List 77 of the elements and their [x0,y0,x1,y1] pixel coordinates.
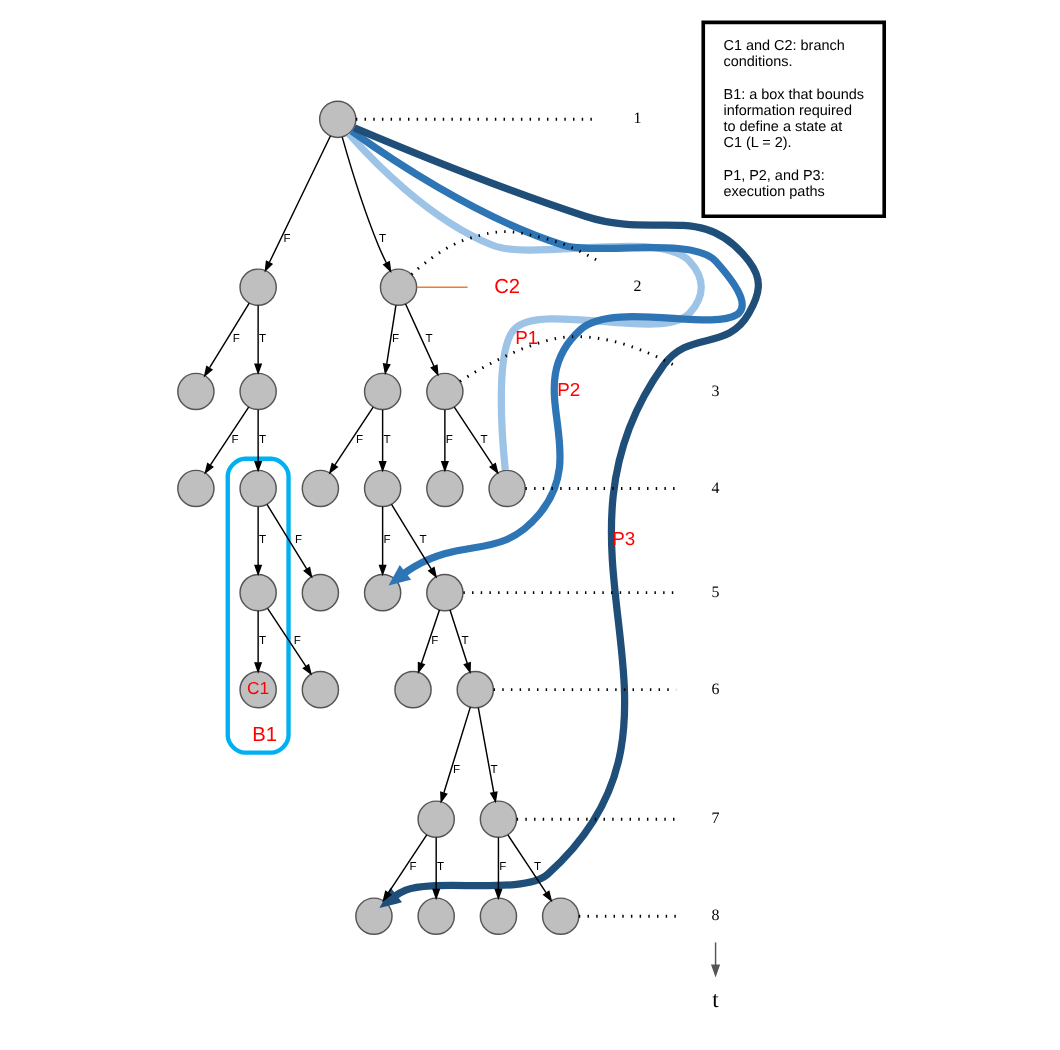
arrow [381,304,396,376]
node-circle [362,372,401,411]
connector [458,335,677,383]
connector [577,914,676,918]
node-circle [393,670,431,709]
node-text: 2 [632,277,641,296]
arrow [265,607,312,676]
arrow [439,409,448,473]
node-text: 5 [710,582,719,601]
node-circle [416,800,454,839]
connector [345,131,704,471]
node-circle: C1 [238,670,276,709]
arrow [377,505,386,577]
arrow [348,128,744,586]
node-circle [300,573,339,612]
arrow [327,406,373,475]
connector [409,230,598,276]
arrow [263,135,331,273]
arrow [439,706,471,804]
arrow [203,406,249,475]
arrow [452,406,498,475]
node-text: 6 [710,679,719,698]
connector [462,591,676,595]
node-circle [362,469,401,508]
arrow [476,706,497,804]
arrow [506,834,552,903]
node-circle [478,897,517,936]
node-circle [378,268,417,307]
node-circle [487,469,525,508]
connector [524,487,676,490]
connector [354,117,597,121]
node-circle [176,372,214,411]
node-circle [425,573,463,612]
edge-label: P2 [556,378,580,401]
arrow [377,409,386,473]
node-circle [300,670,339,709]
node-text: C2 [493,276,520,299]
node-text: 1 [632,109,641,128]
arrow [381,834,427,903]
node-circle [300,469,339,508]
node-circle [416,897,454,936]
arrow [253,304,262,376]
node-text: 4 [710,478,719,497]
node-box: C1 and C2: branch conditions. B1: a box that bounds information required to define a state at C1 (L = 2). P1, P2, and P3: execution paths [700,20,885,219]
node-circle [362,573,401,612]
node-circle [455,670,494,709]
node-circle [176,469,214,508]
node-circle [425,469,463,508]
label: t [711,987,718,1014]
node-text: 8 [710,906,719,925]
arrow [416,609,440,674]
node-circle [238,372,276,411]
arrow [389,503,437,579]
node-circle [354,897,392,936]
arrow [493,836,502,901]
arrow [253,505,262,577]
node-circle [317,100,356,139]
node-circle [478,800,517,839]
arrow [253,409,262,473]
node-circle [238,573,276,612]
node-circle [425,372,463,411]
arrow [431,836,440,901]
arrow [253,610,262,674]
arrow [351,124,761,908]
arrow [265,503,312,579]
node-text: 3 [710,381,719,400]
edge-label: P1 [514,326,538,349]
connector [515,817,676,821]
connector [415,286,468,288]
arrow [403,303,438,377]
node-circle [540,897,579,936]
arrow [340,136,391,273]
arrow [202,302,249,378]
node-text: 7 [710,809,719,828]
node-circle [238,469,276,508]
node-circle [238,268,276,307]
arrow [448,609,470,674]
